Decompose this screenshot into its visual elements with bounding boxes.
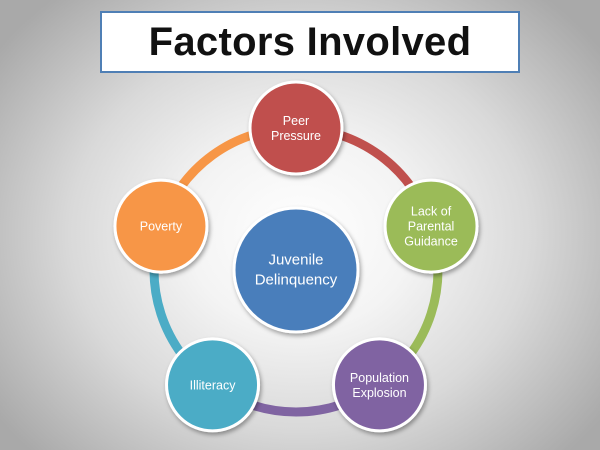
center-circle	[232, 206, 360, 334]
factor-circle-illiteracy	[165, 337, 261, 433]
factor-label-lack-of-parental-guidance-line: Guidance	[404, 235, 458, 249]
factor-circle-poverty	[113, 178, 209, 274]
center-label-line: Delinquency	[255, 272, 338, 289]
factor-circle-lack-of-parental-guidance	[383, 178, 479, 274]
page-title: Factors Involved	[148, 19, 472, 64]
center-label-line: Juvenile	[268, 252, 323, 269]
factor-label-lack-of-parental-guidance-line: Lack of	[411, 205, 452, 219]
factor-label-illiteracy: Illiteracy	[190, 378, 237, 392]
factor-label-population-explosion-line: Population	[350, 371, 409, 385]
factor-label-poverty: Poverty	[140, 220, 183, 234]
factor-label-population-explosion-line: Explosion	[352, 386, 406, 400]
title-box: Factors Involved	[100, 11, 520, 73]
factor-node-poverty: Poverty	[113, 178, 209, 274]
factor-label-peer-pressure-line: Peer	[283, 114, 309, 128]
factor-node-illiteracy: Illiteracy	[165, 337, 261, 433]
factor-label-illiteracy-line: Illiteracy	[190, 378, 237, 392]
factor-circle-population-explosion	[331, 337, 427, 433]
factor-label-peer-pressure-line: Pressure	[271, 129, 321, 143]
factor-label-poverty-line: Poverty	[140, 220, 183, 234]
factor-label-lack-of-parental-guidance-line: Parental	[408, 220, 455, 234]
factor-circle-peer-pressure	[248, 80, 344, 176]
